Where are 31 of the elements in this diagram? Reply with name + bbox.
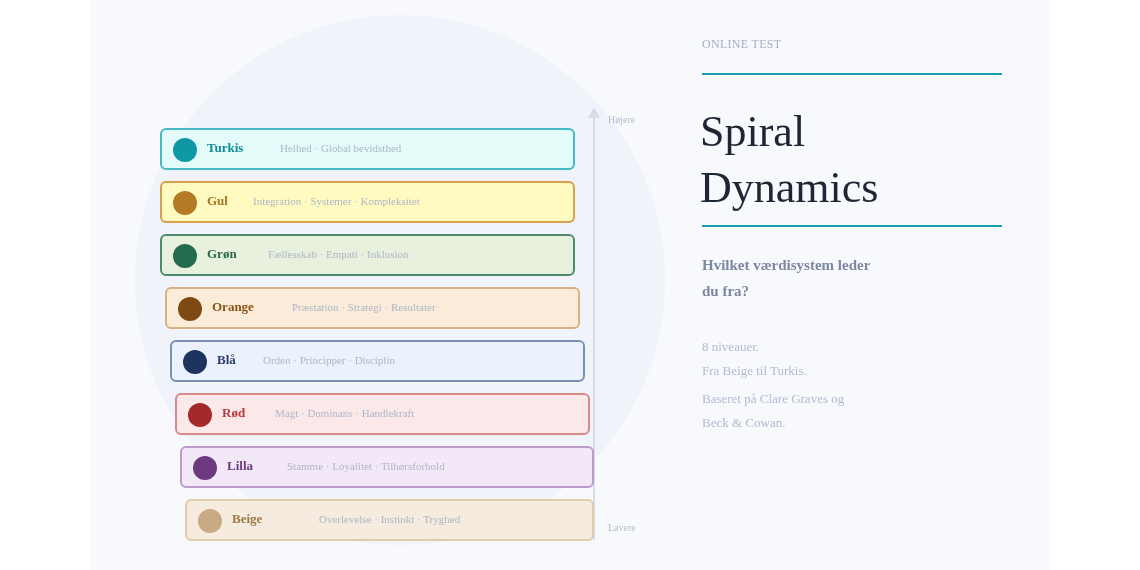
level-band — [160, 234, 575, 276]
title: Spiral Dynamics — [700, 106, 880, 214]
level-name: Beige — [232, 511, 263, 527]
level-name: Orange — [212, 299, 254, 315]
eyebrow-text: ONLINE TEST — [702, 37, 782, 52]
level-band — [185, 499, 594, 541]
level-description: Stamme · Loyalitet · Tilhørsforhold — [287, 460, 445, 472]
axis-label: Lavere — [608, 522, 636, 533]
level-description: Helhed · Global bevidsthed — [280, 142, 402, 154]
level-name: Blå — [217, 352, 236, 368]
level-name: Grøn — [207, 246, 237, 262]
level-name: Turkis — [207, 140, 244, 156]
level-band — [160, 181, 575, 223]
level-description: Integration · Systemer · Kompleksitet — [253, 195, 420, 207]
level-description: Overlevelse · Instinkt · Tryghed — [319, 513, 461, 525]
axis-label: Højere — [608, 114, 636, 125]
description-text: Fra Beige til Turkis. — [702, 363, 807, 379]
level-description: Orden · Principper · Disciplin — [263, 354, 395, 366]
subtitle: Hvilket værdisystem leder du fra? — [702, 256, 872, 301]
level-band — [175, 393, 590, 435]
level-band — [180, 446, 594, 488]
level-band — [165, 287, 580, 329]
description-text: 8 niveauer. — [702, 339, 760, 355]
level-description: Magt · Dominans · Handlekraft — [275, 407, 415, 419]
level-description: Præstation · Strategi · Resultater — [292, 301, 436, 313]
level-name: Lilla — [227, 458, 253, 474]
level-band — [160, 128, 575, 170]
level-name: Gul — [207, 193, 228, 209]
description-text: Baseret på Clare Graves og Beck & Cowan. — [702, 390, 846, 432]
level-name: Rød — [222, 405, 246, 421]
level-band — [170, 340, 585, 382]
